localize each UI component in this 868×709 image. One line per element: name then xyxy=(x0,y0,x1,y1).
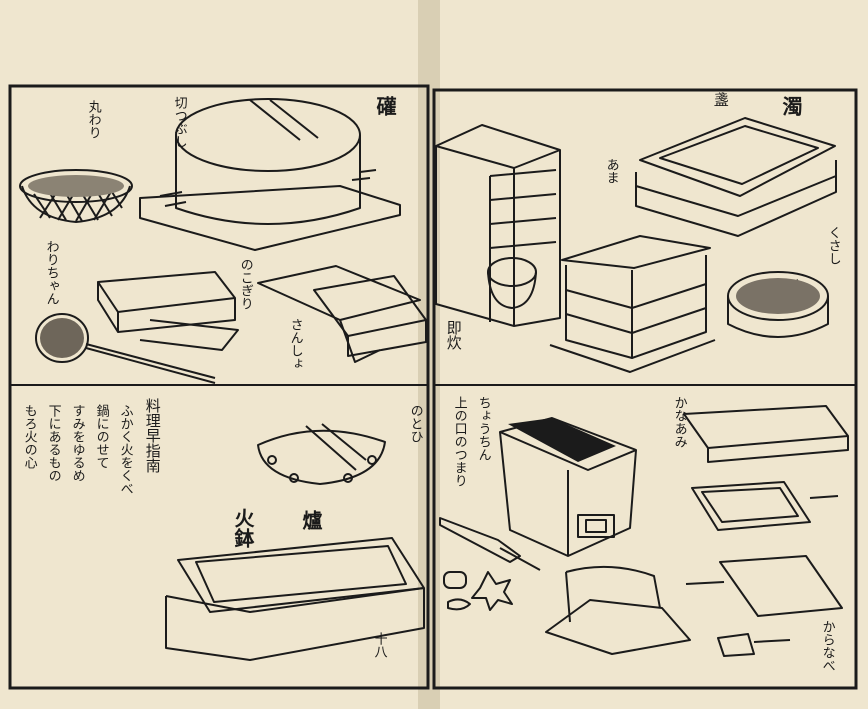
label-15: あま xyxy=(603,158,619,184)
lidded-box-drawing xyxy=(257,265,427,363)
label-1: 礶 xyxy=(373,96,397,116)
label-14: ちょうちん xyxy=(475,396,491,461)
steamer-drawing xyxy=(549,235,716,373)
cutter-shapes-drawing xyxy=(443,571,513,611)
label-12: 十八 xyxy=(371,632,387,658)
label-13: 上の口のつまり xyxy=(451,396,467,487)
label-10: のこぎり xyxy=(237,258,253,310)
label-2: 濁 xyxy=(779,96,803,116)
label-5: 火鉢 xyxy=(231,508,255,548)
label-11: さんしょ xyxy=(287,318,303,370)
left-page-frame xyxy=(8,84,430,690)
text-column-2: ふかく火をくべ xyxy=(117,404,133,495)
text-column-7: のとひ xyxy=(407,404,423,443)
label-7: 丸わり xyxy=(85,100,101,139)
label-9: わりちゃん xyxy=(43,240,59,305)
stove-top-fill xyxy=(508,418,616,462)
text-column-6: もろ火の心 xyxy=(21,404,37,469)
sieve-mesh-fill xyxy=(736,278,820,314)
text-column-3: 鍋にのせて xyxy=(93,404,109,469)
basket-weave-fill xyxy=(28,175,124,197)
label-17: かなあみ xyxy=(671,396,687,448)
tray-drawing xyxy=(97,271,239,351)
cabinet-drawing xyxy=(435,124,561,327)
right-page-frame xyxy=(432,88,858,690)
text-column-5: 下にあるもの xyxy=(45,404,61,482)
label-8: 切つぶし xyxy=(171,96,187,148)
basket-drawing xyxy=(19,169,133,223)
grill-drawing xyxy=(545,565,691,655)
text-column-1: 料理早指南 xyxy=(143,398,162,473)
label-4: 盞 xyxy=(711,92,730,107)
label-6: 爐 xyxy=(299,510,323,530)
text-column-4: すみをゆるめ xyxy=(69,404,85,482)
rice-pot-drawing xyxy=(139,98,401,251)
frying-pans-drawing xyxy=(683,405,849,657)
hibachi-drawing xyxy=(165,537,425,661)
label-3: 即炊 xyxy=(444,320,463,350)
ladle-drawing xyxy=(35,313,216,384)
knife-drawing xyxy=(439,517,541,571)
label-18: からなべ xyxy=(819,620,835,672)
label-16: くさし xyxy=(825,226,841,265)
ladle-mesh-fill xyxy=(40,318,84,358)
pan-drawing xyxy=(257,423,386,485)
nested-trays-drawing xyxy=(635,117,837,237)
